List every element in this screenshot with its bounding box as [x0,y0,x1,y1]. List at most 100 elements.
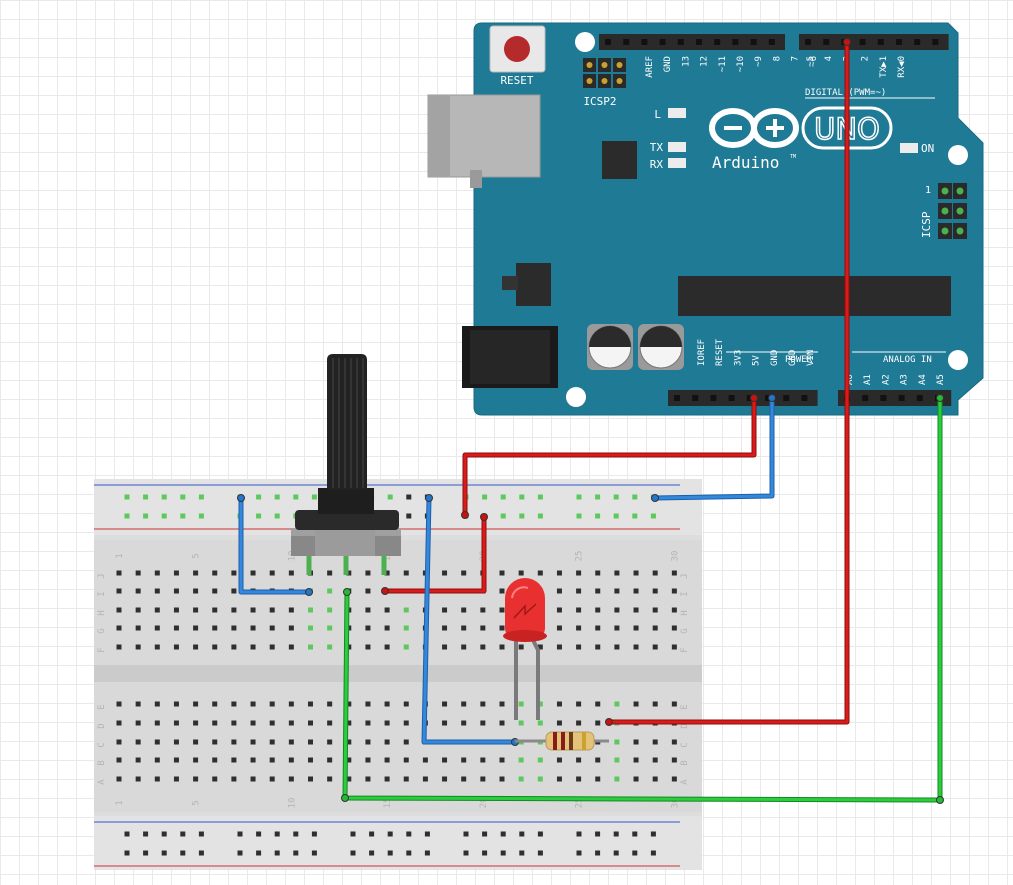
breadboard-hole[interactable] [403,607,409,613]
header-pin[interactable] [623,39,630,45]
breadboard-hole[interactable] [384,644,390,650]
breadboard-hole[interactable] [346,739,352,745]
breadboard-hole[interactable] [154,625,160,631]
breadboard-hole[interactable] [384,625,390,631]
breadboard-hole[interactable] [442,701,448,707]
breadboard-hole[interactable] [613,831,619,837]
breadboard-hole[interactable] [499,607,505,613]
breadboard-hole[interactable] [556,701,562,707]
header-pin[interactable] [877,39,884,45]
breadboard-hole[interactable] [288,776,294,782]
breadboard-hole[interactable] [250,607,256,613]
breadboard-hole[interactable] [116,625,122,631]
breadboard-hole[interactable] [518,644,524,650]
breadboard-hole[interactable] [212,720,218,726]
breadboard-hole[interactable] [595,570,601,576]
breadboard-hole[interactable] [403,570,409,576]
wire-end[interactable] [750,394,758,402]
breadboard-hole[interactable] [365,739,371,745]
header-pin[interactable] [768,39,775,45]
breadboard-hole[interactable] [424,850,430,856]
breadboard-hole[interactable] [595,625,601,631]
breadboard-hole[interactable] [461,757,467,763]
breadboard-hole[interactable] [256,513,262,519]
breadboard-hole[interactable] [595,644,601,650]
breadboard-hole[interactable] [212,739,218,745]
breadboard-hole[interactable] [143,494,149,500]
breadboard-hole[interactable] [116,720,122,726]
breadboard-hole[interactable] [499,625,505,631]
breadboard-hole[interactable] [193,607,199,613]
breadboard-hole[interactable] [480,720,486,726]
breadboard-hole[interactable] [327,588,333,594]
breadboard-hole[interactable] [403,739,409,745]
breadboard-hole[interactable] [384,701,390,707]
breadboard-hole[interactable] [135,570,141,576]
breadboard-hole[interactable] [576,831,582,837]
breadboard-hole[interactable] [269,607,275,613]
breadboard-hole[interactable] [463,831,469,837]
breadboard-hole[interactable] [237,831,243,837]
breadboard-hole[interactable] [384,757,390,763]
breadboard-hole[interactable] [116,776,122,782]
breadboard-hole[interactable] [613,494,619,500]
breadboard-hole[interactable] [537,570,543,576]
breadboard-hole[interactable] [231,701,237,707]
breadboard-hole[interactable] [288,570,294,576]
breadboard-hole[interactable] [237,850,243,856]
breadboard-hole[interactable] [308,625,313,631]
icsp2-pin[interactable] [601,78,608,84]
breadboard-hole[interactable] [250,644,256,650]
breadboard-hole[interactable] [576,776,582,782]
breadboard-hole[interactable] [269,739,275,745]
breadboard-hole[interactable] [403,644,409,650]
breadboard-hole[interactable] [671,625,677,631]
breadboard-hole[interactable] [595,720,601,726]
header-pin[interactable] [710,395,717,401]
header-pin[interactable] [783,395,790,401]
breadboard-hole[interactable] [365,588,371,594]
breadboard-hole[interactable] [556,570,562,576]
breadboard-hole[interactable] [193,588,199,594]
breadboard-hole[interactable] [231,776,237,782]
breadboard-hole[interactable] [518,757,524,763]
breadboard-hole[interactable] [518,701,524,707]
breadboard-hole[interactable] [308,701,313,707]
icsp-pin[interactable] [956,187,964,195]
breadboard-hole[interactable] [518,720,524,726]
breadboard-hole[interactable] [461,607,467,613]
breadboard-hole[interactable] [288,701,294,707]
header-pin[interactable] [605,39,611,45]
potentiometer-knob[interactable] [327,354,367,490]
breadboard-hole[interactable] [556,720,562,726]
wire-end[interactable] [768,394,776,402]
breadboard-hole[interactable] [135,607,141,613]
breadboard-hole[interactable] [193,720,199,726]
breadboard-hole[interactable] [346,757,352,763]
breadboard-hole[interactable] [652,776,658,782]
header-pin[interactable] [750,39,757,45]
header-pin[interactable] [898,395,905,401]
breadboard-hole[interactable] [308,720,313,726]
breadboard-hole[interactable] [442,776,448,782]
breadboard-hole[interactable] [422,757,428,763]
breadboard-hole[interactable] [193,625,199,631]
breadboard-hole[interactable] [595,494,601,500]
breadboard-hole[interactable] [198,850,204,856]
breadboard-hole[interactable] [576,607,582,613]
breadboard-hole[interactable] [369,831,375,837]
breadboard-hole[interactable] [154,607,160,613]
breadboard-hole[interactable] [327,644,333,650]
breadboard-hole[interactable] [154,720,160,726]
breadboard-hole[interactable] [198,494,204,500]
breadboard-hole[interactable] [365,701,371,707]
breadboard-hole[interactable] [519,850,525,856]
breadboard-hole[interactable] [365,776,371,782]
breadboard-hole[interactable] [500,850,506,856]
header-pin[interactable] [932,39,939,45]
breadboard-hole[interactable] [537,757,543,763]
breadboard-hole[interactable] [365,757,371,763]
breadboard-hole[interactable] [652,570,658,576]
breadboard-hole[interactable] [288,607,294,613]
breadboard-hole[interactable] [403,776,409,782]
